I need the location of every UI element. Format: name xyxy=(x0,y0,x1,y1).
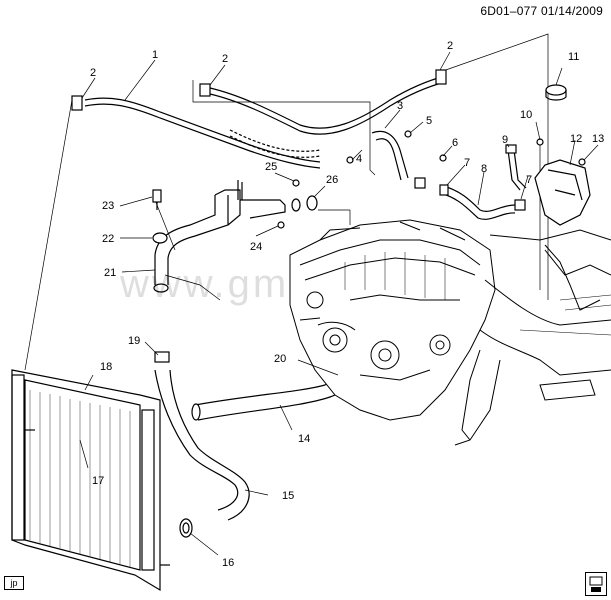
callout-9: 9 xyxy=(502,134,508,146)
tube-1 xyxy=(71,95,321,169)
document-icon xyxy=(585,572,607,596)
callout-1: 1 xyxy=(152,49,158,61)
hose-8 xyxy=(439,184,516,220)
callout-12: 12 xyxy=(570,133,582,145)
callout-7b: 7 xyxy=(526,174,532,186)
callout-16: 16 xyxy=(222,557,234,569)
callout-17: 17 xyxy=(92,475,104,487)
callout-13: 13 xyxy=(592,133,604,145)
callout-25: 25 xyxy=(265,161,277,173)
callout-7a: 7 xyxy=(464,157,470,169)
leader-lines xyxy=(79,51,599,556)
pipe-21 xyxy=(153,180,286,293)
callout-2b: 2 xyxy=(222,53,228,65)
callout-26: 26 xyxy=(326,174,338,186)
callout-21: 21 xyxy=(104,267,116,279)
body-structure xyxy=(454,229,611,446)
callout-14: 14 xyxy=(298,433,310,445)
clamp-22 xyxy=(152,232,168,244)
corner-tag: jp xyxy=(4,576,24,590)
fitting-9 xyxy=(505,144,527,191)
clamp-16 xyxy=(179,518,193,538)
callout-2c: 2 xyxy=(447,40,453,52)
callout-8: 8 xyxy=(481,163,487,175)
coolant-reservoir-12 xyxy=(534,159,591,226)
diagram-code: 6D01–077 xyxy=(480,4,538,18)
engine-block xyxy=(289,219,496,421)
callout-15: 15 xyxy=(282,490,294,502)
callout-2a: 2 xyxy=(90,67,96,79)
diagram-date: 01/14/2009 xyxy=(540,4,603,18)
fasteners xyxy=(277,130,586,229)
clamp-19 xyxy=(154,351,170,363)
callout-18: 18 xyxy=(100,361,112,373)
diagram-header: 6D01–077 01/14/2009 xyxy=(480,4,603,18)
bleeder-23 xyxy=(152,189,162,210)
callout-19: 19 xyxy=(128,335,140,347)
callout-10: 10 xyxy=(520,109,532,121)
callout-22: 22 xyxy=(102,233,114,245)
callout-3: 3 xyxy=(397,100,403,112)
hose-2 xyxy=(199,69,447,158)
callout-24: 24 xyxy=(250,241,262,253)
radiator-18 xyxy=(11,369,170,592)
callout-6: 6 xyxy=(452,137,458,149)
callout-20: 20 xyxy=(274,353,286,365)
reservoir-cap-11 xyxy=(545,84,567,101)
seal-26 xyxy=(291,195,318,212)
hose-15 xyxy=(154,369,250,521)
watermark: www.gm xyxy=(120,262,290,306)
callout-4: 4 xyxy=(356,153,362,165)
callout-23: 23 xyxy=(102,200,114,212)
callout-5: 5 xyxy=(426,115,432,127)
callout-11: 11 xyxy=(568,51,579,63)
hose-3 xyxy=(371,130,409,181)
callouts: 1 2 2 2 3 4 5 6 7 7 8 9 10 11 12 13 14 1… xyxy=(90,40,604,569)
